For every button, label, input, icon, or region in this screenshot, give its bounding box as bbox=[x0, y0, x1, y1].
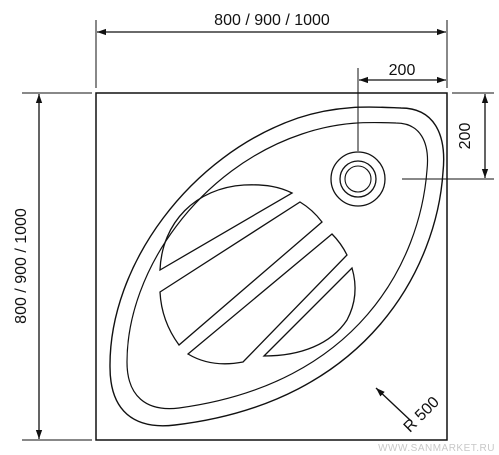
drain-outer-ring bbox=[330, 151, 386, 207]
radius-leader-arrow bbox=[375, 387, 411, 421]
drain-offset-y-label: 200 bbox=[457, 123, 474, 150]
drain-inner-ring bbox=[344, 165, 372, 193]
tray-rim-outer bbox=[109, 106, 445, 427]
rib-segment-1 bbox=[159, 184, 294, 272]
tray-rim-inner bbox=[126, 121, 429, 410]
width-label: 800 / 900 / 1000 bbox=[214, 12, 330, 29]
rib-segment-3 bbox=[186, 233, 348, 365]
drain-offset-x-dimension: 200 bbox=[357, 62, 446, 151]
drain-offset-y-dimension: 200 bbox=[402, 92, 494, 180]
height-dimension: 800 / 900 / 1000 bbox=[13, 92, 92, 441]
radius-label: R 500 bbox=[401, 394, 443, 436]
drain-middle-ring bbox=[339, 160, 377, 198]
drain bbox=[330, 151, 386, 207]
width-dimension: 800 / 900 / 1000 bbox=[95, 12, 448, 88]
rib-segment-2 bbox=[159, 201, 323, 346]
drain-offset-x-label: 200 bbox=[389, 62, 416, 79]
watermark-text: WWW.SANMARKET.RU bbox=[378, 443, 495, 454]
anti-slip-pattern bbox=[159, 184, 356, 365]
height-label: 800 / 900 / 1000 bbox=[13, 208, 30, 324]
tray-outline bbox=[95, 92, 448, 441]
rib-segment-4 bbox=[262, 266, 356, 357]
radius-callout: R 500 bbox=[375, 387, 443, 436]
